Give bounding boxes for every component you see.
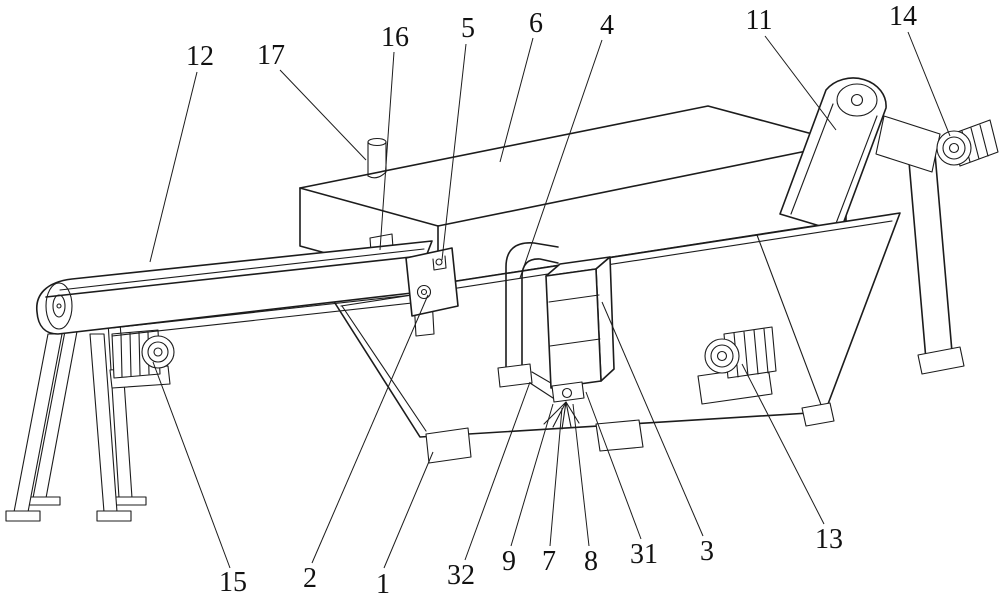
agitator-motor [698,327,776,404]
part-label-14: 14 [889,1,917,32]
inclined-conveyor [780,78,886,232]
part-label-8: 8 [584,546,598,577]
part-label-11: 11 [745,5,773,36]
part-label-12: 12 [186,41,214,72]
part-label-16: 16 [381,22,409,53]
part-label-13: 13 [815,524,843,555]
part-label-5: 5 [461,13,475,44]
right-support-leg [908,142,964,374]
pump-block [546,257,614,388]
bearing-bracket [406,248,458,316]
part-label-9: 9 [502,546,516,577]
part-label-6: 6 [529,8,543,39]
part-label-17: 17 [257,40,285,71]
part-label-31: 31 [630,539,658,570]
part-label-7: 7 [542,546,556,577]
leader-lines [150,32,950,568]
spray-nozzle [544,382,584,429]
part-label-1: 1 [376,569,390,600]
part-label-4: 4 [600,10,614,41]
part-label-15: 15 [219,567,247,598]
drain-pipe [498,243,558,398]
belt-motor [110,330,174,388]
left-conveyor [6,241,434,521]
part-label-32: 32 [447,560,475,591]
part-label-3: 3 [700,536,714,567]
part-label-2: 2 [303,563,317,594]
discharge-motor [876,116,998,172]
